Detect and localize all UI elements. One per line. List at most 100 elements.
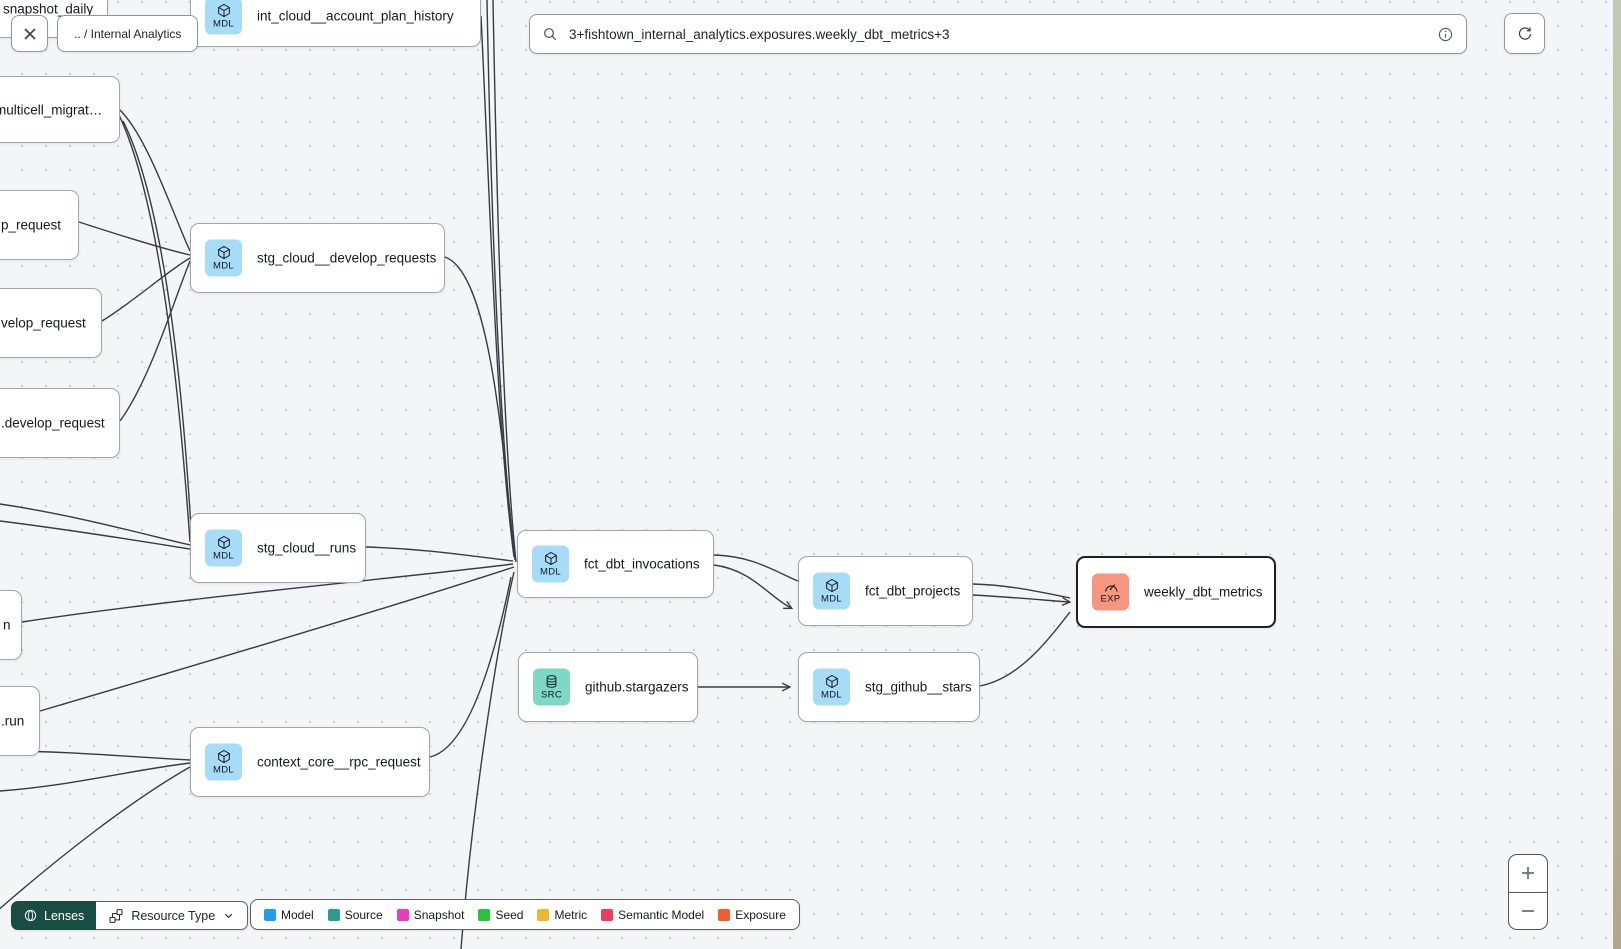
node-label: fct_dbt_projects [865, 583, 961, 599]
edge-stg_github__stars-to-weekly_dbt_metrics [979, 611, 1071, 687]
edge-multicell_migrat-to-stg_cloud__develop_requests [119, 109, 191, 252]
node-label: .develop_request [1, 415, 105, 431]
cube-icon [825, 675, 838, 689]
legend-swatch [478, 908, 491, 921]
badge-label: MDL [821, 689, 842, 701]
lenses-button[interactable]: Lenses [11, 901, 97, 930]
breadcrumb-label: .. / Internal Analytics [74, 26, 182, 41]
edge-offscreen-top-to-fct_dbt_invocations [486, 0, 516, 561]
edge-int_cloud__account_plan_history-to-fct_dbt_invocations [480, 15, 515, 558]
close-icon [23, 27, 36, 40]
graph-node-p_request[interactable]: p_request [0, 190, 79, 260]
node-label: fct_dbt_invocations [584, 556, 700, 572]
legend-item-metric: Metric [537, 908, 587, 922]
cube-icon [217, 3, 230, 17]
badge-label: MDL [213, 764, 234, 776]
edge-node_run-to-fct_dbt_invocations [39, 566, 515, 712]
legend-item-semantic-model: Semantic Model [601, 908, 704, 922]
legend-swatch [601, 908, 614, 921]
node-label: context_core__rpc_request [257, 754, 421, 770]
resource-badge-model: MDL [813, 572, 850, 610]
refresh-button[interactable] [1504, 13, 1545, 54]
graph-node-node_run[interactable]: .run [0, 686, 40, 756]
resource-type-dropdown[interactable]: Resource Type [96, 901, 249, 930]
edge-fct_dbt_projects-to-weekly_dbt_metrics [972, 583, 1071, 599]
legend-item-snapshot: Snapshot [396, 908, 464, 922]
close-button[interactable] [11, 15, 48, 52]
refresh-icon [1518, 26, 1531, 40]
search-icon [544, 28, 557, 41]
badge-label: MDL [213, 18, 234, 30]
resource-badge-model: MDL [205, 239, 242, 277]
edge-context_core__rpc_request-to-fct_dbt_invocations [429, 576, 512, 758]
legend-swatch [396, 908, 409, 921]
lenses-icon [24, 909, 37, 922]
edge-offscreen-left-to-stg_cloud__runs [0, 520, 191, 550]
gauge-icon [1104, 584, 1117, 592]
graph-node-develop_request[interactable]: .develop_request [0, 388, 120, 458]
node-label: n [3, 617, 11, 633]
graph-node-fct_dbt_projects[interactable]: MDL fct_dbt_projects [798, 556, 973, 626]
zoom-controls [1508, 854, 1548, 930]
search-bar[interactable] [529, 14, 1467, 54]
graph-node-context_core__rpc_request[interactable]: MDL context_core__rpc_request [190, 727, 430, 797]
edge-stg_cloud__runs-to-fct_dbt_invocations [365, 546, 514, 562]
info-icon[interactable] [1437, 26, 1454, 43]
node-label: stg_github__stars [865, 679, 972, 695]
resource-type-icon [109, 908, 123, 923]
graph-node-multicell_migrat[interactable]: multicell_migrat… [0, 76, 120, 143]
graph-node-node_n[interactable]: n [0, 590, 22, 660]
badge-label: SRC [541, 689, 562, 701]
edge-offscreen-left-to-stg_cloud__runs [0, 503, 191, 546]
badge-label: EXP [1100, 593, 1121, 605]
node-label: .run [1, 713, 25, 729]
desktop-background-strip [1613, 0, 1621, 949]
resource-type-label: Resource Type [131, 908, 216, 923]
legend-swatch [264, 908, 276, 921]
cube-icon [217, 246, 230, 260]
zoom-in-button[interactable] [1509, 855, 1547, 893]
edge-p_request-to-stg_cloud__develop_requests [78, 221, 191, 256]
edge-multicell_migrat-to-stg_cloud__runs [118, 114, 191, 543]
badge-label: MDL [821, 593, 842, 605]
badge-label: MDL [213, 260, 234, 272]
node-label: velop_request [1, 315, 86, 331]
edge-stg_cloud__develop_requests-to-fct_dbt_invocations [444, 256, 515, 556]
edge-multicell_migrat-to-stg_cloud__runs [122, 120, 193, 547]
graph-node-velop_request[interactable]: velop_request [0, 288, 102, 358]
cube-icon [217, 750, 230, 764]
node-label: int_cloud__account_plan_history [257, 8, 454, 23]
node-label: multicell_migrat… [0, 102, 103, 117]
graph-node-int_cloud__account_plan_history[interactable]: MDL int_cloud__account_plan_history [190, 0, 481, 47]
resource-badge-source: SRC [533, 668, 570, 706]
node-label: stg_cloud__runs [257, 540, 357, 556]
edge-develop_request-to-stg_cloud__develop_requests [119, 260, 191, 422]
graph-node-stg_github__stars[interactable]: MDL stg_github__stars [798, 652, 980, 722]
lenses-control-group: Lenses Resource Type [11, 901, 249, 930]
breadcrumb[interactable]: .. / Internal Analytics [57, 15, 199, 52]
zoom-out-button[interactable] [1509, 893, 1547, 930]
edge-fct_dbt_invocations-to-fct_dbt_projects [713, 564, 791, 608]
database-icon [546, 675, 557, 689]
legend-item-model: Model [264, 908, 314, 922]
resource-badge-model: MDL [813, 668, 850, 706]
legend-item-exposure: Exposure [718, 908, 786, 922]
chevron-down-icon [225, 913, 233, 919]
minus-icon [1522, 909, 1534, 912]
resource-badge-exposure: EXP [1092, 573, 1129, 611]
resource-badge-model: MDL [205, 743, 242, 781]
edge-offscreen-left-to-context_core__rpc_request [0, 766, 191, 910]
resource-badge-model: MDL [205, 0, 242, 34]
legend-swatch [718, 908, 731, 921]
legend-swatch [537, 908, 550, 921]
search-input[interactable] [567, 25, 1428, 43]
edge-offscreen-left-to-context_core__rpc_request [0, 762, 191, 792]
legend-item-source: Source [327, 908, 383, 922]
